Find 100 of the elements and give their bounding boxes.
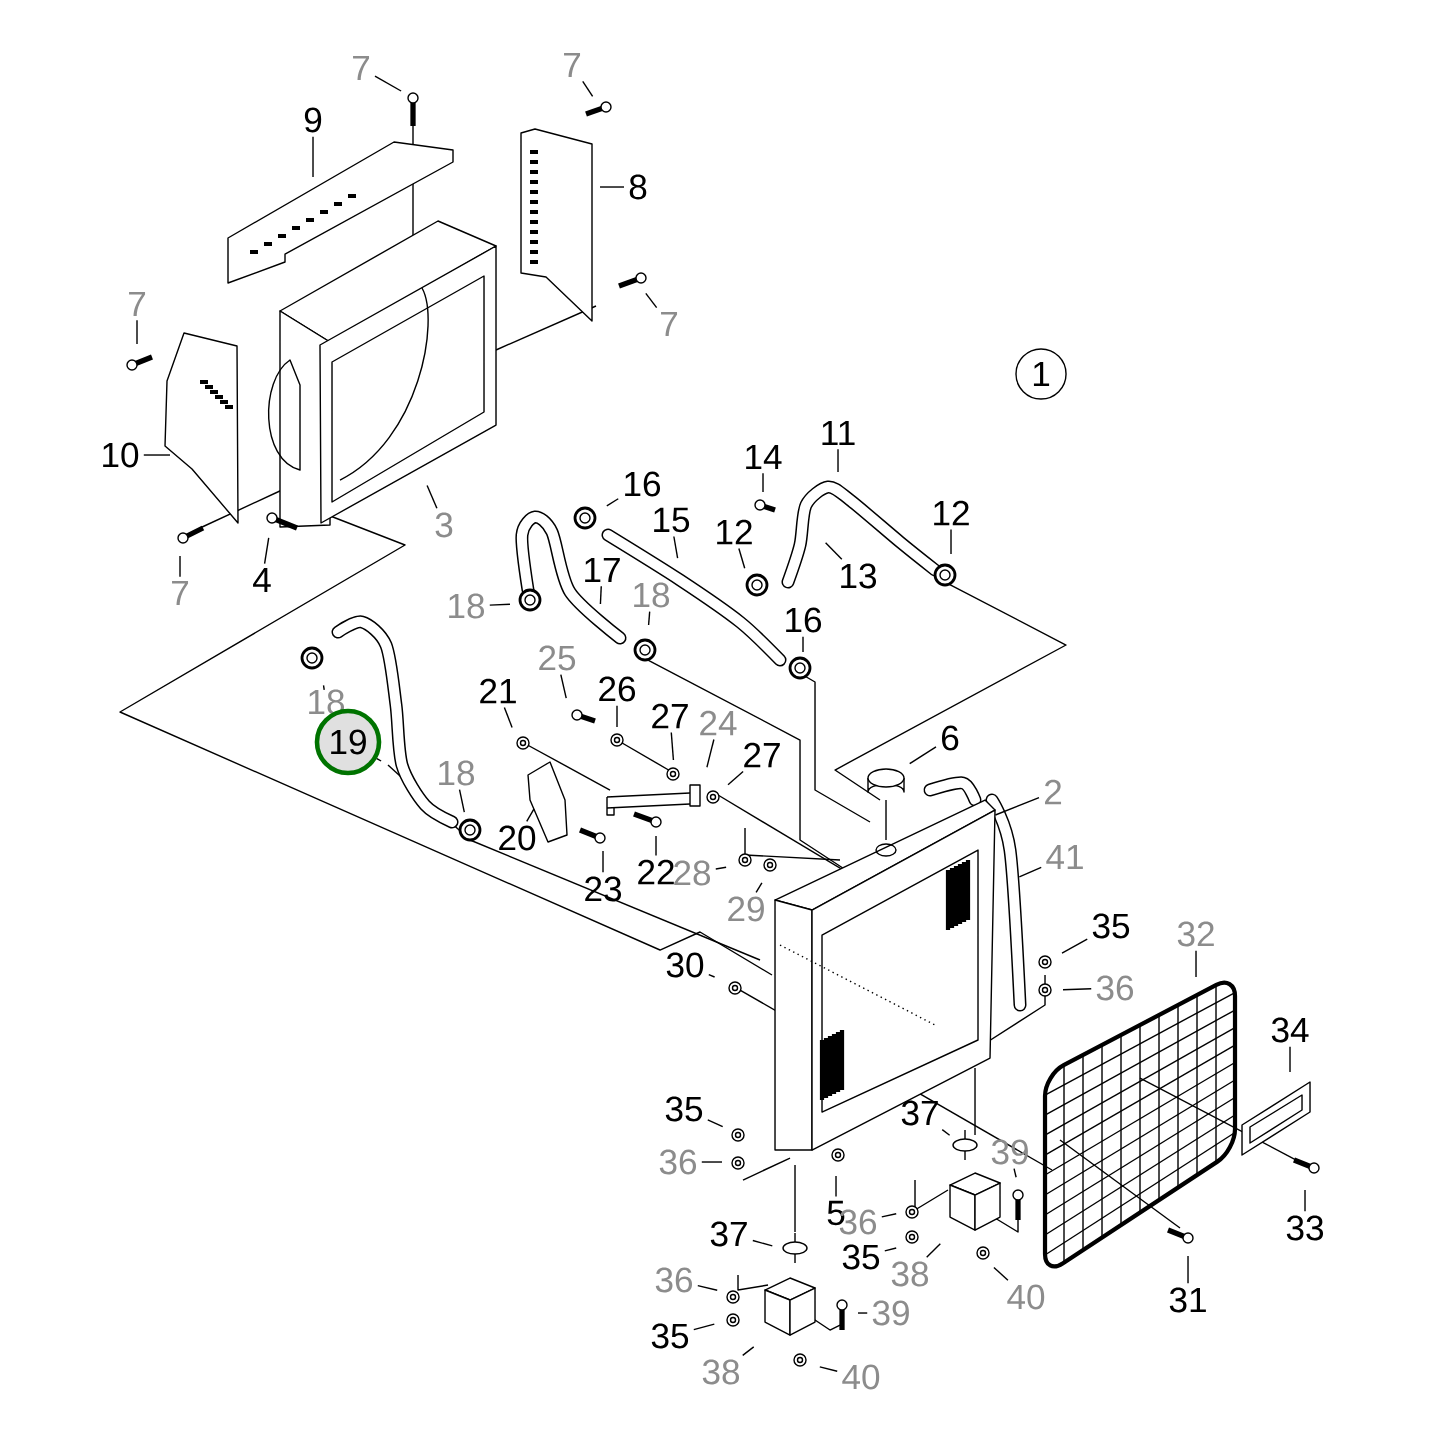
leader-line <box>1187 1255 1189 1285</box>
leader-line <box>582 80 594 97</box>
leader-line <box>560 673 567 699</box>
callout-number: 7 <box>172 580 189 606</box>
callout-number: 17 <box>585 557 620 583</box>
callout-number: 6 <box>942 725 959 751</box>
leader-line <box>824 542 843 561</box>
leader-line <box>819 1366 838 1372</box>
callout-number: 36 <box>1096 975 1134 1001</box>
leader-line <box>602 850 604 874</box>
leader-line <box>673 535 679 559</box>
callout-number: 7 <box>564 52 581 78</box>
leader-line <box>322 684 325 691</box>
callout-number: 37 <box>901 1100 938 1126</box>
leader-line <box>1195 949 1197 978</box>
leader-line <box>762 472 764 493</box>
leader-line <box>701 1161 723 1163</box>
callout-number: 14 <box>746 444 782 470</box>
callout-number: 16 <box>625 471 661 497</box>
callout-number: 35 <box>651 1323 689 1349</box>
leader-line <box>693 1323 715 1331</box>
callout-number: 18 <box>449 593 485 619</box>
leader-line <box>755 882 763 894</box>
leader-line <box>950 528 952 555</box>
callout-number: 28 <box>674 860 711 886</box>
callout-number: 8 <box>629 174 647 200</box>
leader-line <box>994 796 1040 816</box>
callout-number: 35 <box>1092 913 1130 939</box>
callout-number: 12 <box>717 519 752 545</box>
leader-line <box>993 1266 1009 1282</box>
leader-line <box>1061 938 1088 954</box>
leader-line <box>941 1128 951 1136</box>
callout-number: 40 <box>1007 1284 1045 1310</box>
leader-line <box>374 75 402 92</box>
callout-number: 10 <box>103 442 139 468</box>
callout-number: 36 <box>655 1267 693 1293</box>
callout-number: 3 <box>435 512 453 538</box>
leader-line <box>263 537 270 565</box>
leader-line <box>738 547 746 569</box>
leader-line <box>884 1247 897 1252</box>
leader-line <box>835 1175 837 1198</box>
callout-number: 33 <box>1286 1215 1324 1241</box>
leader-line <box>742 1346 755 1357</box>
leader-line <box>752 1239 773 1247</box>
leader-line <box>458 789 465 813</box>
callout-number: 29 <box>728 896 764 922</box>
callout-number: 27 <box>652 703 688 729</box>
callout-number: 18 <box>634 582 670 608</box>
callout-number: 24 <box>700 710 737 736</box>
callout-number: 23 <box>585 876 622 902</box>
callout-number: 13 <box>841 563 877 589</box>
leader-line <box>606 498 619 507</box>
callout-number: 35 <box>665 1096 703 1122</box>
callout-number: 38 <box>891 1261 929 1287</box>
callout-number: 39 <box>991 1139 1028 1165</box>
callout-number: 30 <box>666 952 704 978</box>
callout-number: 32 <box>1177 921 1214 947</box>
circled-number: 1 <box>1015 348 1067 400</box>
callout-number: 36 <box>659 1149 697 1175</box>
callout-number: 2 <box>1045 779 1062 805</box>
callout-number: 16 <box>786 607 822 633</box>
callout-number: 11 <box>822 420 855 446</box>
leader-line <box>616 704 618 728</box>
callout-number: 34 <box>1271 1017 1309 1043</box>
callout-number: 39 <box>872 1300 909 1326</box>
leader-line <box>376 757 382 762</box>
leader-line <box>599 186 625 188</box>
leader-line <box>670 731 675 761</box>
leader-line <box>925 1243 941 1259</box>
callout-number: 7 <box>661 311 678 337</box>
callout-number: 20 <box>499 825 536 851</box>
callout-number: 18 <box>439 760 475 786</box>
callout-number: 38 <box>702 1359 740 1385</box>
leader-line <box>426 484 438 510</box>
callout-number: 4 <box>253 567 271 593</box>
callout-number: 31 <box>1169 1287 1206 1313</box>
leader-line <box>1304 1189 1306 1213</box>
leader-line <box>837 448 839 473</box>
leader-line <box>143 454 171 456</box>
leader-line <box>857 1312 868 1314</box>
callout-number: 41 <box>1046 844 1083 870</box>
leader-line <box>727 770 744 786</box>
callout-number: 26 <box>599 676 636 702</box>
leader-line <box>708 973 716 978</box>
callout-number: 22 <box>638 859 674 885</box>
leader-line <box>707 1119 724 1128</box>
leader-line <box>526 808 535 823</box>
callout-number: 35 <box>842 1244 880 1270</box>
leader-line <box>136 319 138 345</box>
leader-line <box>312 135 314 178</box>
leader-line <box>697 1284 718 1291</box>
callout-number: 25 <box>539 645 576 671</box>
callout-number: 7 <box>129 291 146 317</box>
leader-line <box>1062 988 1092 991</box>
leader-line <box>706 738 715 768</box>
leader-line <box>802 635 804 653</box>
callout-number: 12 <box>934 500 969 526</box>
leader-line <box>655 835 657 857</box>
leader-line <box>645 292 658 309</box>
callout-number: 15 <box>654 507 690 533</box>
